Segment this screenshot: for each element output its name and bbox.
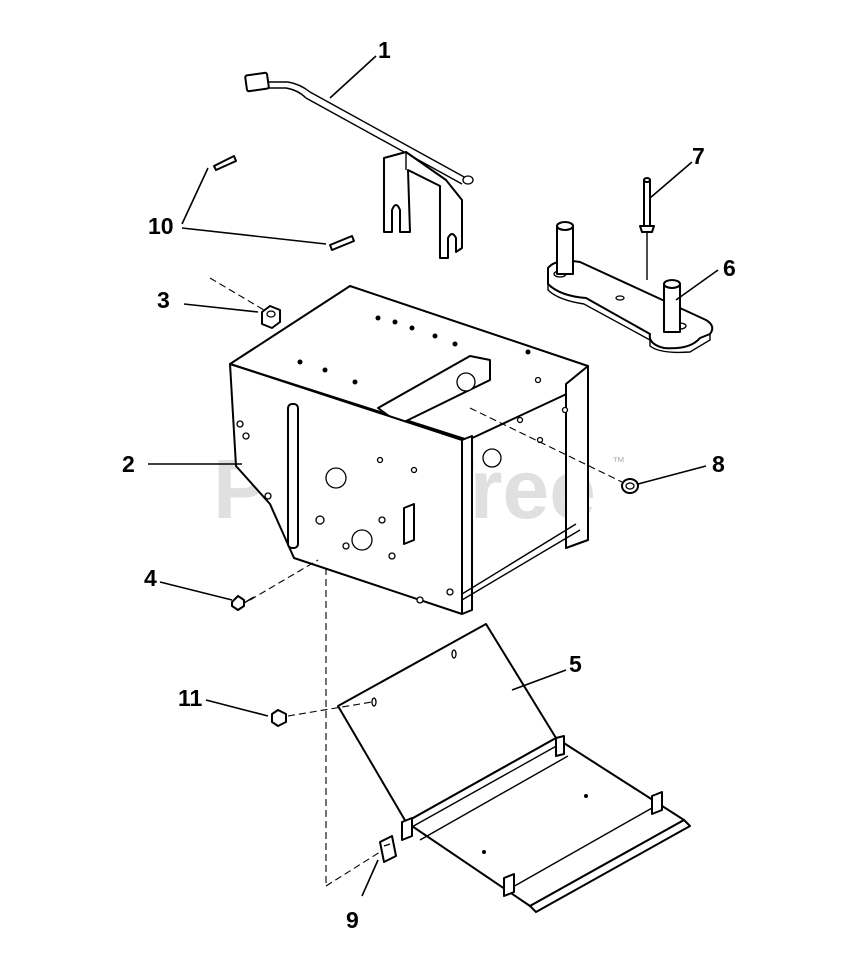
pin-plate-part[interactable] — [547, 221, 714, 354]
callout-9: 9 — [346, 907, 359, 933]
alignment-lines — [209, 277, 623, 887]
bushing-part[interactable] — [621, 478, 639, 494]
frame-bracket-part[interactable] — [229, 285, 589, 615]
callout-3: 3 — [157, 287, 170, 313]
callout-4: 4 — [144, 565, 157, 591]
clip-part[interactable] — [379, 835, 397, 863]
leader-lines — [148, 55, 719, 897]
callout-10: 10 — [148, 213, 174, 239]
callout-1: 1 — [378, 37, 391, 63]
watermark-trademark: ™ — [612, 454, 625, 469]
callout-8: 8 — [712, 451, 725, 477]
cable-harness-part[interactable] — [244, 71, 474, 259]
cotter-pins-part[interactable] — [213, 155, 355, 251]
cover-panel-part[interactable] — [337, 623, 691, 913]
hex-nut-part[interactable] — [261, 305, 281, 329]
callout-5: 5 — [569, 651, 582, 677]
callout-7: 7 — [692, 143, 705, 169]
pin-part[interactable] — [639, 177, 655, 280]
callouts: 1 2 3 4 5 6 7 8 9 10 11 — [122, 37, 736, 933]
callout-11: 11 — [178, 685, 203, 711]
small-nut-part[interactable] — [271, 709, 287, 727]
callout-2: 2 — [122, 451, 135, 477]
callout-6: 6 — [723, 255, 736, 281]
screw-part[interactable] — [231, 595, 255, 611]
